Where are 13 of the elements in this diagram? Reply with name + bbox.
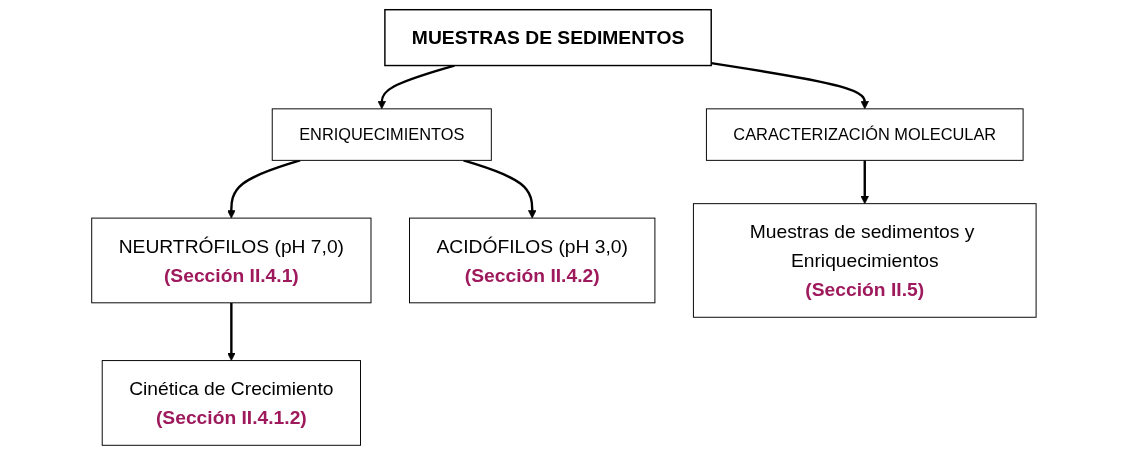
node-box: NEURTRÓFILOS (pH 7,0) (Sección II.4.1) <box>91 217 372 304</box>
arrow <box>227 159 301 219</box>
arrow <box>711 61 870 110</box>
node-box: MUESTRAS DE SEDIMENTOS <box>384 8 713 67</box>
node-box: ENRIQUECIMIENTOS <box>271 108 492 161</box>
arrow <box>860 160 870 205</box>
arrow <box>377 64 455 110</box>
arrow <box>227 302 236 361</box>
arrow <box>463 159 537 219</box>
node-box: CARACTERIZACIÓN MOLECULAR <box>706 108 1024 161</box>
node-box: Muestras de sedimentos y Enriquecimientos (Sección II.5) <box>693 203 1037 318</box>
node-box: ACIDÓFILOS (pH 3,0) (Sección II.4.2) <box>409 217 656 304</box>
node-box: Cinética de Crecimiento (Sección II.4.1.2) <box>101 360 362 446</box>
